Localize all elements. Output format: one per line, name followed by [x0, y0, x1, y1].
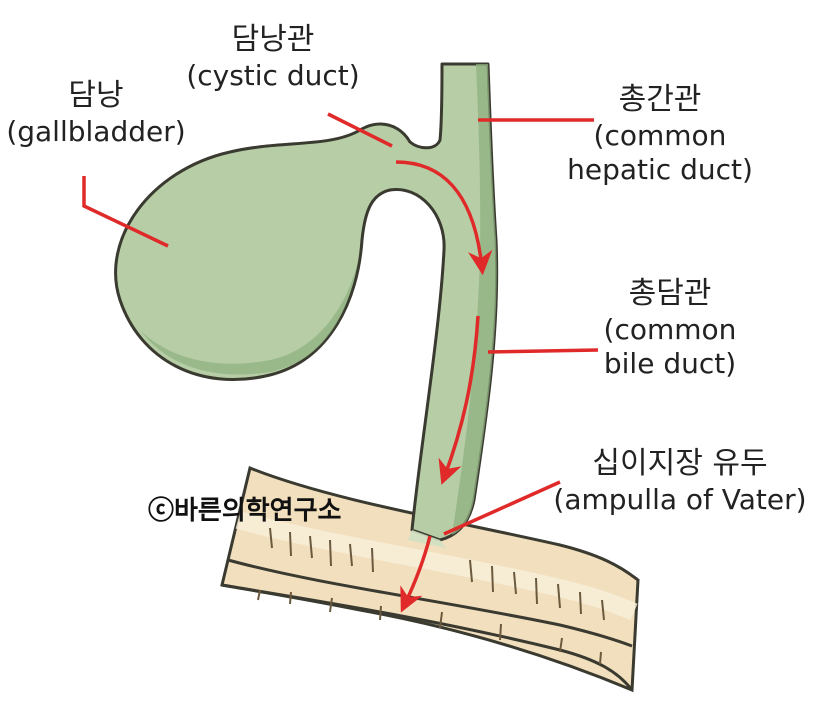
cystic-duct-ko: 담낭관: [231, 22, 315, 57]
flow-arrow-icon: [400, 535, 432, 613]
flow-arrow-icon: [395, 160, 493, 276]
common-bile-duct-en2: bile duct): [603, 346, 737, 380]
ampulla-en: (ampulla of Vater): [553, 482, 807, 516]
common-hepatic-duct-en1: (common: [593, 118, 727, 152]
flow-arrow-icon: [438, 315, 480, 485]
cystic-duct-en: (cystic duct): [186, 58, 360, 92]
gallbladder-organ-icon: [114, 62, 499, 548]
pointer-ampulla: [443, 480, 561, 536]
common-bile-duct-en1: (common: [603, 312, 737, 346]
gallbladder-en: (gallbladder): [6, 114, 186, 148]
label-gallbladder: 담낭 (gallbladder): [6, 78, 186, 149]
pointer-cystic-duct: [327, 112, 393, 148]
label-ampulla: 십이지장 유두 (ampulla of Vater): [548, 446, 812, 517]
ampulla-ko: 십이지장 유두: [592, 446, 768, 481]
pointer-lines: [82, 112, 599, 536]
common-hepatic-duct-ko: 총간관: [618, 82, 702, 117]
label-common-hepatic-duct: 총간관 (common hepatic duct): [562, 82, 758, 187]
gallbladder-ko: 담낭: [68, 78, 124, 113]
watermark-text: ⓒ바른의학연구소: [148, 496, 342, 526]
label-common-bile-duct: 총담관 (common bile duct): [582, 276, 758, 381]
common-hepatic-duct-en2: hepatic duct): [567, 152, 753, 186]
pointer-common-bile-duct: [487, 348, 599, 354]
common-bile-duct-ko: 총담관: [628, 276, 712, 311]
pointer-gallbladder: [82, 176, 169, 248]
flow-arrows: [395, 160, 493, 613]
label-cystic-duct: 담낭관 (cystic duct): [180, 22, 366, 93]
